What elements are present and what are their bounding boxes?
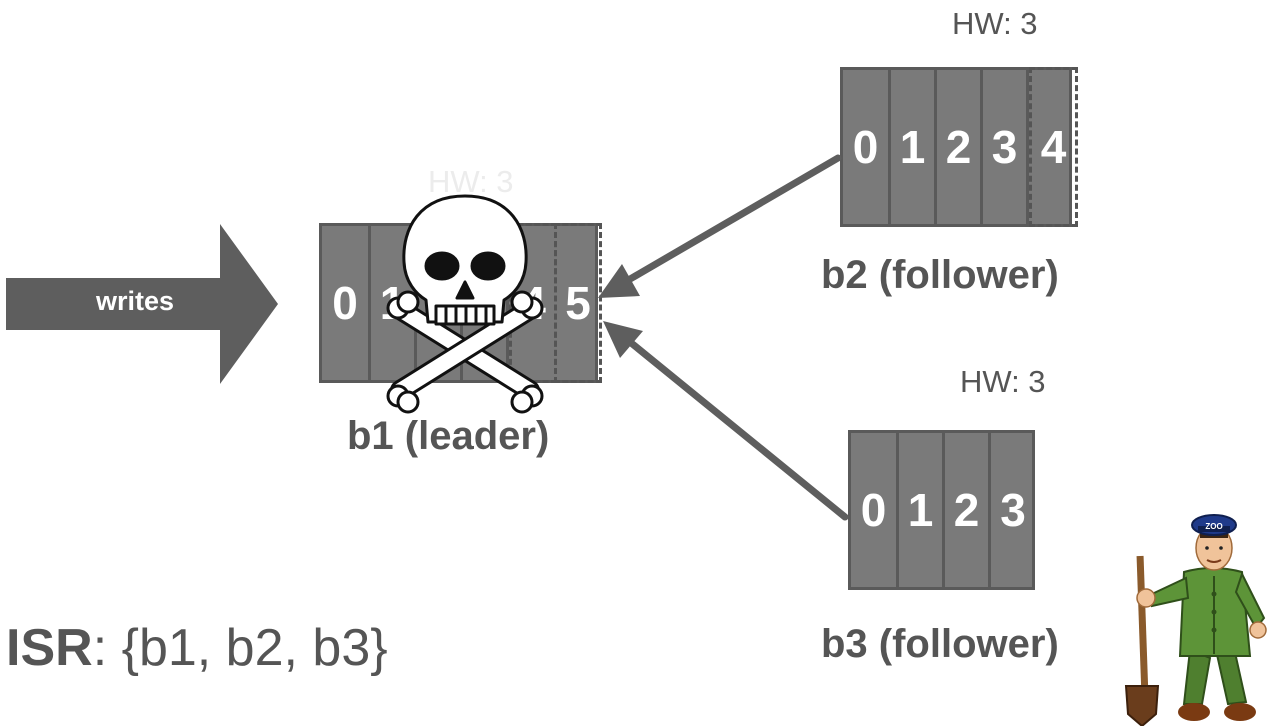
writes-label: writes [95, 286, 175, 316]
b2-cell-2: 2 [937, 70, 983, 224]
b2-to-leader-arrow [621, 154, 842, 286]
b2-arrowhead [598, 264, 640, 298]
b2-cell-1: 1 [891, 70, 937, 224]
b2-cell-0: 0 [843, 70, 891, 224]
b2-cell-4: 4 [1029, 67, 1078, 227]
leader-hw-label: HW: 3 [428, 164, 514, 199]
b3-arrowhead [603, 321, 643, 358]
b2-label: b2 (follower) [821, 253, 1059, 297]
b2-log: 0 1 2 3 4 [840, 67, 1078, 227]
b2-cell-3: 3 [983, 70, 1029, 224]
leader-cell-0: 0 [322, 226, 371, 380]
b3-cell-0: 0 [851, 433, 899, 587]
b3-cell-1: 1 [899, 433, 945, 587]
writes-arrow [6, 224, 278, 384]
b3-cell-3: 3 [1000, 484, 1026, 536]
zookeeper-mascot-icon: ZOO [1124, 514, 1267, 726]
isr-prefix: ISR [6, 619, 93, 677]
svg-text:ZOO: ZOO [1205, 522, 1222, 531]
leader-cell-5: 5 [554, 223, 602, 383]
leader-label: b1 (leader) [347, 414, 550, 458]
b3-hw-label: HW: 3 [960, 364, 1046, 399]
b3-to-leader-arrow [626, 338, 849, 521]
b3-log: 0 1 2 3 [848, 430, 1035, 590]
b3-label: b3 (follower) [821, 622, 1059, 666]
b2-hw-label: HW: 3 [952, 6, 1038, 41]
isr-members: : {b1, b2, b3} [92, 619, 388, 677]
skull-crossbones-icon [386, 194, 544, 414]
isr-set: ISR: {b1, b2, b3} [6, 618, 388, 678]
b3-cell-2: 2 [945, 433, 991, 587]
